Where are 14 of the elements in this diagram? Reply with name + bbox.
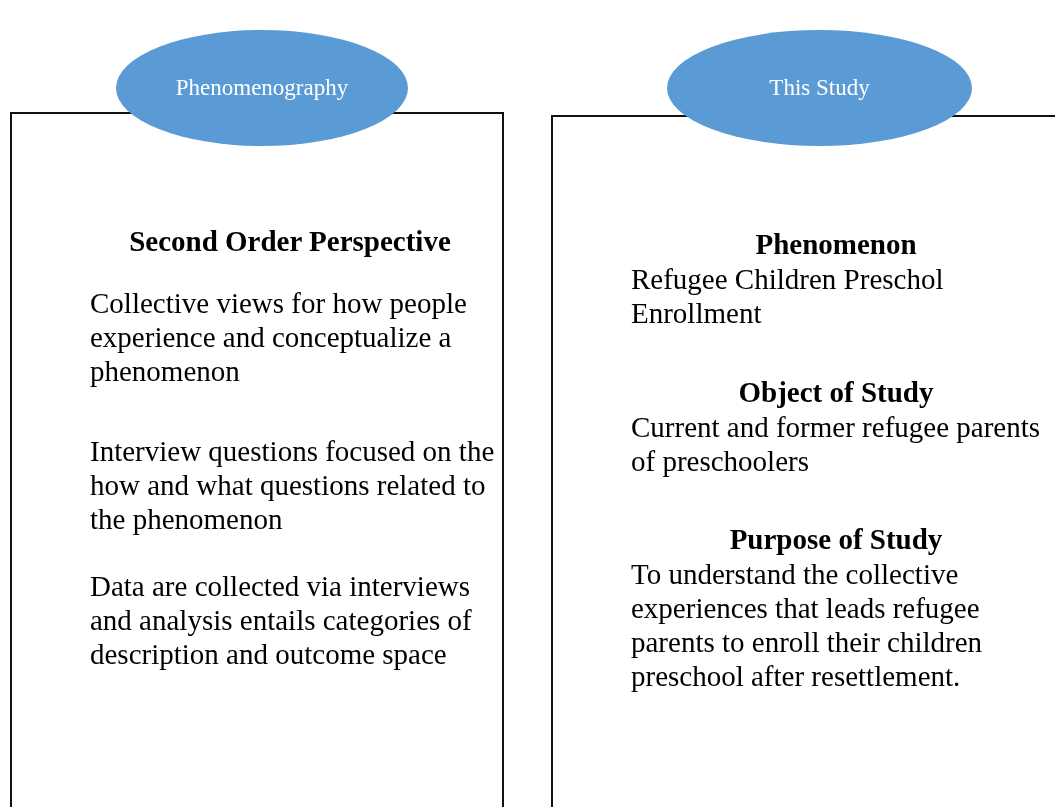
- section-heading: Phenomenon: [754, 227, 918, 261]
- panel-box: [551, 115, 1055, 807]
- ellipse-heading: This Study: [667, 30, 972, 146]
- body-text: Interview questions focused on the how and what questions related to the phenomenon: [90, 434, 496, 536]
- section-heading: Purpose of Study: [728, 522, 944, 556]
- body-text: Refugee Children Preschol Enrollment: [631, 262, 945, 330]
- ellipse-heading: Phenomenography: [116, 30, 408, 146]
- body-text: Current and former refugee parents of preschoolers: [631, 410, 1041, 478]
- panel-box: [10, 112, 504, 807]
- section-heading: Second Order Perspective: [128, 224, 452, 258]
- section-heading: Object of Study: [737, 375, 935, 409]
- body-text: Data are collected via interviews and analysis entails categories of description and outcome space: [90, 569, 473, 671]
- body-text: To understand the collective experiences that leads refugee parents to enroll their children preschool after resettlement.: [631, 557, 984, 693]
- body-text: Collective views for how people experience and conceptualize a phenomenon: [90, 286, 468, 388]
